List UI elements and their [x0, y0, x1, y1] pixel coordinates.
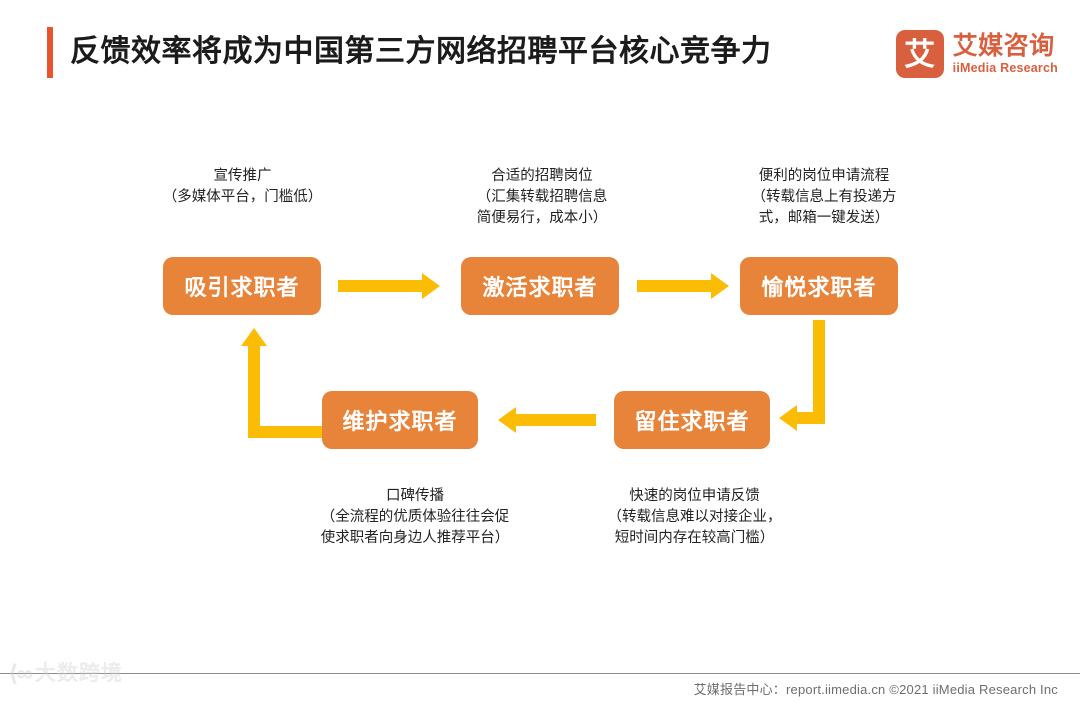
footer-divider: [0, 673, 1080, 674]
caption-attract: 宣传推广 （多媒体平台，门槛低）: [162, 168, 323, 205]
node-retain[interactable]: 留住求职者: [614, 391, 770, 449]
watermark: ⟨∞ 大数跨境: [8, 662, 123, 685]
arrow-activate-to-delight-shaft: [637, 280, 711, 292]
arrow-delight-to-retain-horizontal: [797, 412, 825, 424]
caption-activate: 合适的招聘岗位 （汇集转载招聘信息 简便易行，成本小）: [476, 168, 608, 226]
node-attract[interactable]: 吸引求职者: [163, 257, 321, 315]
caption-maintain: 口碑传播 （全流程的优质体验往往会促 使求职者向身边人推荐平台）: [320, 488, 510, 546]
arrow-retain-to-maintain-head-icon: [498, 407, 516, 433]
caption-delight: 便利的岗位申请流程 （转载信息上有投递方 式，邮箱一键发送）: [751, 168, 897, 226]
arrow-delight-to-retain-vertical: [813, 320, 825, 424]
brand-logo: 艾 艾媒咨询 iiMedia Research: [895, 28, 1058, 80]
title-accent-bar: [47, 27, 53, 78]
arrow-maintain-to-attract-vertical: [248, 346, 260, 438]
node-activate[interactable]: 激活求职者: [461, 257, 619, 315]
arrow-attract-to-activate-head-icon: [422, 273, 440, 299]
logo-mark-icon: 艾: [895, 30, 944, 78]
logo-text-block: 艾媒咨询 iiMedia Research: [952, 31, 1058, 76]
arrow-activate-to-delight-head-icon: [711, 273, 729, 299]
arrow-delight-to-retain-head-icon: [779, 405, 797, 431]
node-delight[interactable]: 愉悦求职者: [740, 257, 898, 315]
arrow-attract-to-activate-shaft: [338, 280, 422, 292]
caption-retain: 快速的岗位申请反馈 （转载信息难以对接企业， 短时间内存在较高门槛）: [607, 488, 782, 546]
logo-name-cn: 艾媒咨询: [952, 31, 1055, 60]
page-header: 反馈效率将成为中国第三方网络招聘平台核心竞争力 艾 艾媒咨询 iiMedia R…: [0, 0, 1080, 100]
logo-name-en: iiMedia Research: [952, 60, 1058, 75]
node-maintain[interactable]: 维护求职者: [322, 391, 478, 449]
watermark-label: 大数跨境: [34, 662, 123, 685]
footer-attribution: 艾媒报告中心：report.iimedia.cn ©2021 iiMedia R…: [693, 682, 1058, 697]
page-title: 反馈效率将成为中国第三方网络招聘平台核心竞争力: [70, 35, 772, 68]
watermark-logo-icon: ⟨∞: [8, 660, 33, 686]
arrow-maintain-to-attract-head-icon: [241, 328, 267, 346]
arrow-retain-to-maintain-shaft: [516, 414, 596, 426]
arrow-maintain-to-attract-horizontal: [248, 426, 324, 438]
